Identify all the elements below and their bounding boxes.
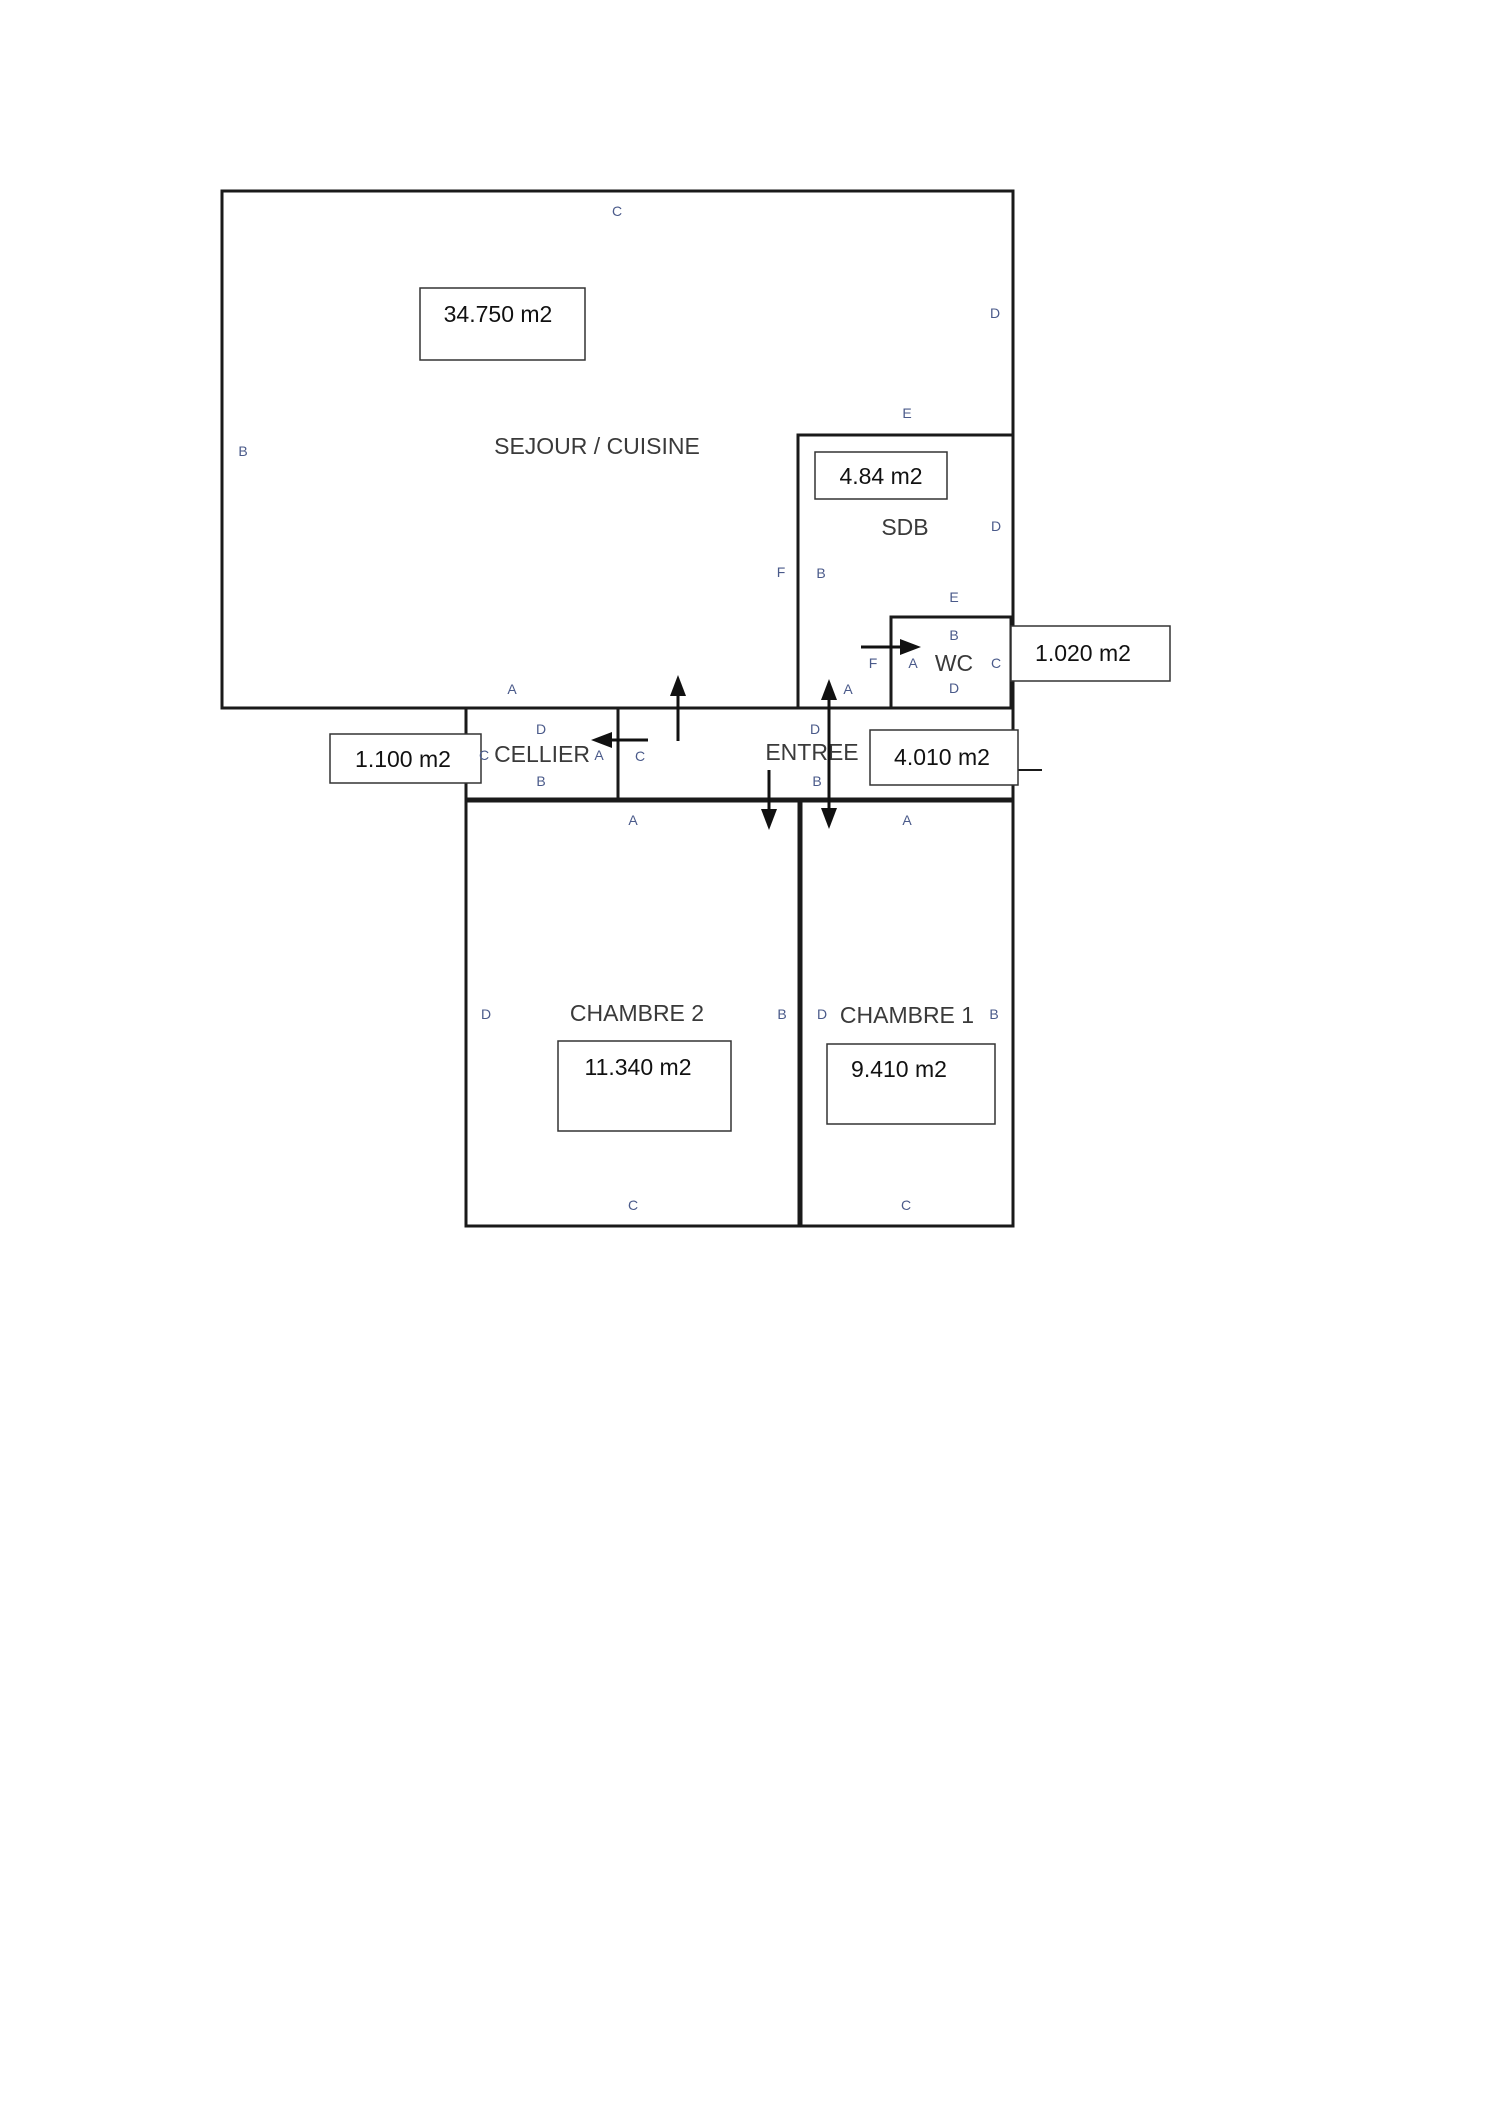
entree-area-box — [869, 729, 1019, 786]
wall-letter-wc-right: C — [991, 655, 1001, 671]
sejour-label: SEJOUR / CUISINE — [494, 433, 700, 459]
wall-letter-chambre1-top: A — [902, 812, 912, 828]
wall-letter-cellier-left: C — [479, 747, 489, 763]
sejour-area-box — [419, 287, 586, 361]
wc-area-box — [1010, 625, 1171, 682]
cellier-area-box — [329, 733, 482, 784]
wall-letter-chambre1-left: D — [817, 1006, 827, 1022]
area-boxes: 34.750 m2 4.84 m2 1.020 m2 1.100 m2 4.01… — [329, 287, 1171, 1132]
chambre2-room-outline — [464, 799, 801, 1228]
wall-letter-cellier-right: A — [594, 747, 604, 763]
entree-label: ENTREE — [765, 739, 858, 765]
wall-letter-sdb-top: E — [902, 405, 911, 421]
sdb-area-box — [814, 451, 948, 500]
wall-letter-sdb-left-outer: F — [777, 564, 786, 580]
wall-letter-chambre1-right: B — [989, 1006, 998, 1022]
chambre2-label: CHAMBRE 2 — [570, 1000, 704, 1026]
door-arrows — [591, 639, 921, 830]
wall-letter-sdb-right: D — [991, 518, 1001, 534]
wall-letter-wc-inner-top: B — [949, 627, 958, 643]
room-labels: SEJOUR / CUISINE SDB WC CELLIER ENTREE C… — [494, 433, 974, 1028]
sejour-area: 34.750 m2 — [444, 301, 553, 327]
wall-letter-sejour-right: D — [990, 305, 1000, 321]
wall-letter-sejour-top: C — [612, 203, 622, 219]
arrow-up-icon — [821, 679, 837, 780]
chambre1-label: CHAMBRE 1 — [840, 1002, 974, 1028]
arrow-down-icon — [761, 770, 777, 830]
wall-letter-entree-top: D — [810, 721, 820, 737]
wall-letter-chambre2-left: D — [481, 1006, 491, 1022]
chambre1-area: 9.410 m2 — [851, 1056, 947, 1082]
wall-letter-sdb-left-inner: B — [816, 565, 825, 581]
cellier-label: CELLIER — [494, 741, 590, 767]
wall-letter-entree-left: C — [635, 748, 645, 764]
arrow-up-icon — [670, 675, 686, 741]
wall-letter-cellier-top: D — [536, 721, 546, 737]
wc-area: 1.020 m2 — [1035, 640, 1131, 666]
wall-letter-wc-left-inner: A — [908, 655, 918, 671]
wall-letter-wc-left-outer: F — [869, 655, 878, 671]
wall-letters: C B D A E D F B E B F A C D A D B C A C … — [238, 203, 1001, 1213]
chambre2-area-box — [557, 1040, 732, 1132]
wall-letter-wc-top: E — [949, 589, 958, 605]
arrow-left-icon — [591, 732, 648, 748]
arrow-down-icon — [821, 770, 837, 829]
sdb-area: 4.84 m2 — [839, 463, 922, 489]
cellier-area: 1.100 m2 — [355, 746, 451, 772]
wall-letter-chambre2-bottom: C — [628, 1197, 638, 1213]
chambre2-area: 11.340 m2 — [585, 1054, 692, 1080]
entree-area: 4.010 m2 — [894, 744, 990, 770]
wall-letter-sejour-left: B — [238, 443, 247, 459]
chambre1-area-box — [826, 1043, 996, 1125]
wall-letter-wc-bottom: D — [949, 680, 959, 696]
wall-letter-chambre1-bottom: C — [901, 1197, 911, 1213]
sdb-label: SDB — [881, 514, 928, 540]
wall-letter-cellier-bottom: B — [536, 773, 545, 789]
wall-letter-sdb-bottom: A — [843, 681, 853, 697]
chambre1-room-outline — [799, 799, 1015, 1228]
wall-letter-entree-bottom: B — [812, 773, 821, 789]
wall-letter-chambre2-right: B — [777, 1006, 786, 1022]
wall-letter-sejour-bottom: A — [507, 681, 517, 697]
wall-letter-chambre2-top: A — [628, 812, 638, 828]
arrow-right-icon — [861, 639, 921, 655]
wc-label: WC — [935, 650, 973, 676]
